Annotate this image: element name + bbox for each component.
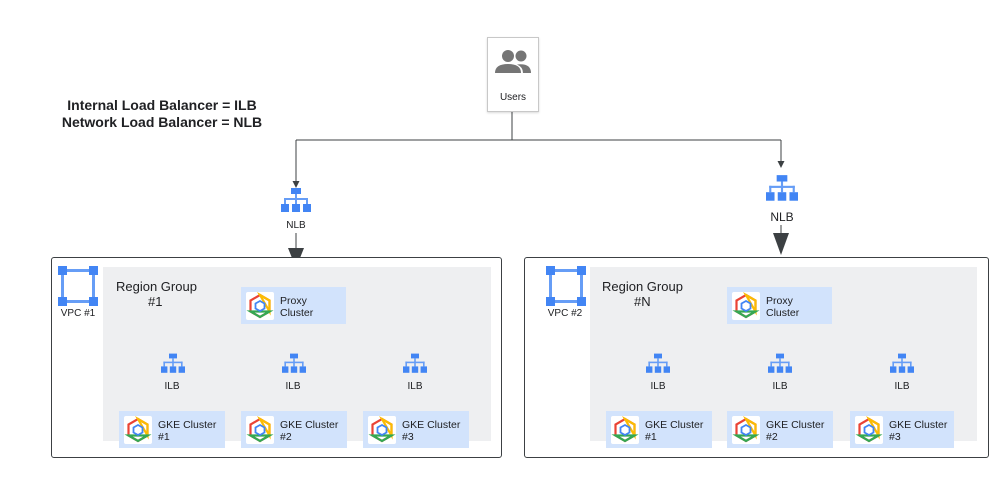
vpc-icon <box>546 266 586 306</box>
gke-line2: #2 <box>766 431 778 443</box>
vpc-icon <box>58 266 98 306</box>
gke-line1: GKE Cluster <box>280 419 339 431</box>
vpc-2-label: VPC #2 <box>547 308 583 319</box>
nlb-right <box>766 173 798 205</box>
gke-icon-box <box>368 415 396 444</box>
gke-line2: #2 <box>280 431 292 443</box>
gke-icon <box>368 415 396 443</box>
vpc-1-label: VPC #1 <box>60 308 96 319</box>
legend-ilb: Internal Load Balancer = ILB <box>67 97 257 113</box>
proxy-cluster-2-label: Proxy Cluster <box>766 295 799 319</box>
gke-cluster-label: GKE Cluster #3 <box>889 419 947 443</box>
proxy-line2: Cluster <box>766 307 800 319</box>
gke-cluster-label: GKE Cluster #3 <box>402 419 460 443</box>
load-balancer-icon <box>646 353 670 373</box>
ilb-1-2 <box>282 352 306 381</box>
gke-icon-box <box>124 415 152 444</box>
ilb-2-1 <box>646 352 670 381</box>
ilb-1-2-label: ILB <box>285 381 301 392</box>
proxy-cluster-icon-box <box>246 291 274 320</box>
region-n-line2: #N <box>634 294 651 309</box>
legend-nlb: Network Load Balancer = NLB <box>61 114 263 130</box>
ilb-2-3-label: ILB <box>894 381 910 392</box>
gke-cluster-label: GKE Cluster #2 <box>766 419 824 443</box>
load-balancer-icon <box>403 353 427 373</box>
gke-cluster-1-1: GKE Cluster #1 <box>119 411 225 448</box>
ilb-2-1-label: ILB <box>650 381 666 392</box>
nlb-left <box>281 186 311 216</box>
legend: Internal Load Balancer = ILB Network Loa… <box>42 97 282 131</box>
gke-line2: #3 <box>889 431 901 443</box>
gke-icon <box>246 415 274 443</box>
gke-icon-box <box>855 415 883 444</box>
proxy-line1: Proxy <box>766 295 793 307</box>
gke-cluster-2-3: GKE Cluster #3 <box>850 411 954 448</box>
gke-line2: #1 <box>645 431 657 443</box>
ilb-1-3 <box>403 352 427 381</box>
load-balancer-icon <box>282 353 306 373</box>
gke-cluster-1-3: GKE Cluster #3 <box>363 411 469 448</box>
ilb-2-2-label: ILB <box>772 381 788 392</box>
proxy-line2: Cluster <box>280 307 314 319</box>
gke-cluster-label: GKE Cluster #2 <box>280 419 338 443</box>
region-1-line2: #1 <box>148 294 163 309</box>
users-icon <box>495 50 531 73</box>
gke-cluster-label: GKE Cluster #1 <box>645 419 703 443</box>
gke-line1: GKE Cluster <box>645 419 704 431</box>
gke-line2: #3 <box>402 431 414 443</box>
region-1-title: Region Group #1 <box>116 279 197 309</box>
proxy-cluster-2: Proxy Cluster <box>727 287 832 324</box>
ilb-1-1 <box>161 352 185 381</box>
gke-icon <box>246 291 274 319</box>
gke-icon <box>611 415 639 443</box>
ilb-1-1-label: ILB <box>164 381 180 392</box>
gke-cluster-1-2: GKE Cluster #2 <box>241 411 347 448</box>
gke-line2: #1 <box>158 431 170 443</box>
region-n-title: Region Group #N <box>602 279 683 309</box>
gke-cluster-label: GKE Cluster #1 <box>158 419 216 443</box>
nlb-left-label: NLB <box>286 220 306 231</box>
load-balancer-icon <box>890 353 914 373</box>
nlb-right-label: NLB <box>770 210 794 224</box>
gke-icon-box <box>246 415 274 444</box>
gke-line1: GKE Cluster <box>766 419 825 431</box>
ilb-1-3-label: ILB <box>407 381 423 392</box>
ilb-2-3 <box>890 352 914 381</box>
load-balancer-icon <box>281 188 311 212</box>
gke-icon <box>732 291 760 319</box>
load-balancer-icon <box>768 353 792 373</box>
big-arrow-right <box>773 233 789 255</box>
users-node: Users <box>487 37 539 112</box>
gke-icon-box <box>611 415 639 444</box>
gke-line1: GKE Cluster <box>889 419 948 431</box>
ilb-2-2 <box>768 352 792 381</box>
gke-line1: GKE Cluster <box>402 419 461 431</box>
proxy-cluster-1-label: Proxy Cluster <box>280 295 313 319</box>
proxy-cluster-icon-box <box>732 291 760 320</box>
proxy-cluster-1: Proxy Cluster <box>241 287 346 324</box>
proxy-line1: Proxy <box>280 295 307 307</box>
gke-line1: GKE Cluster <box>158 419 217 431</box>
region-1-line1: Region Group <box>116 279 197 294</box>
gke-icon <box>855 415 883 443</box>
gke-icon <box>124 415 152 443</box>
gke-icon <box>732 415 760 443</box>
load-balancer-icon <box>161 353 185 373</box>
gke-cluster-2-1: GKE Cluster #1 <box>606 411 712 448</box>
users-label: Users <box>499 92 527 103</box>
gke-icon-box <box>732 415 760 444</box>
load-balancer-icon <box>766 175 798 201</box>
region-n-line1: Region Group <box>602 279 683 294</box>
gke-cluster-2-2: GKE Cluster #2 <box>727 411 833 448</box>
